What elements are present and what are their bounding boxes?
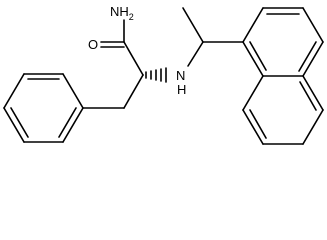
bond-carbonyl-alpha (123, 41, 144, 76)
amide-nitrogen-label: NH2 (110, 4, 134, 22)
bond-n-ch (187, 41, 204, 67)
hashed-wedge-bond (145, 67, 167, 83)
bond-alpha-ch2 (123, 74, 144, 109)
carbonyl-oxygen-label: O (88, 37, 98, 52)
molecule-canvas: NH2 O N H (3, 4, 324, 145)
naphthalene-ring-b (242, 75, 324, 145)
amine-nitrogen-label: N (176, 68, 185, 83)
amine-hydrogen-label: H (177, 82, 186, 97)
bond-ch-methyl (182, 7, 204, 43)
molecule-structure: NH2 O N H (3, 4, 324, 145)
phenyl-ring (3, 73, 84, 143)
naphthalene-ring-a (242, 7, 324, 77)
